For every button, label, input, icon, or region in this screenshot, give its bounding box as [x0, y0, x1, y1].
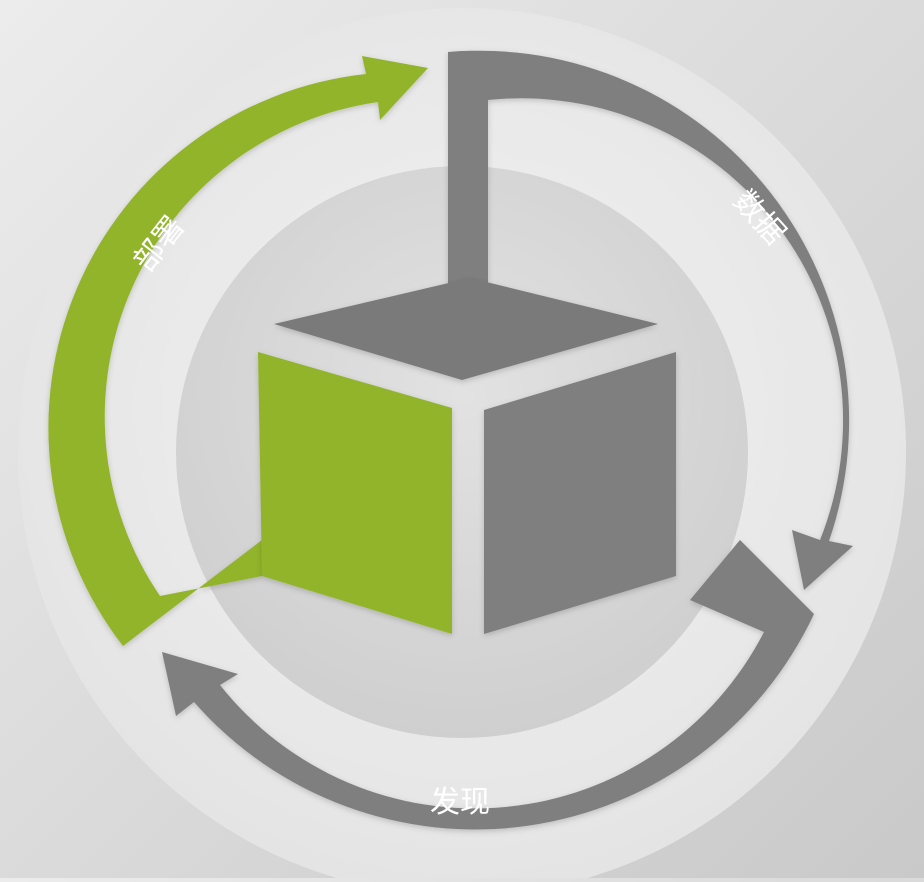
cube-top-face [274, 278, 658, 380]
discover-arrow [162, 540, 814, 830]
cube-right-face [484, 352, 676, 634]
data-arrow [448, 50, 853, 590]
deploy-arrow [48, 56, 428, 646]
cube-left-face [258, 352, 452, 634]
discover-label: 发现 [430, 785, 490, 820]
